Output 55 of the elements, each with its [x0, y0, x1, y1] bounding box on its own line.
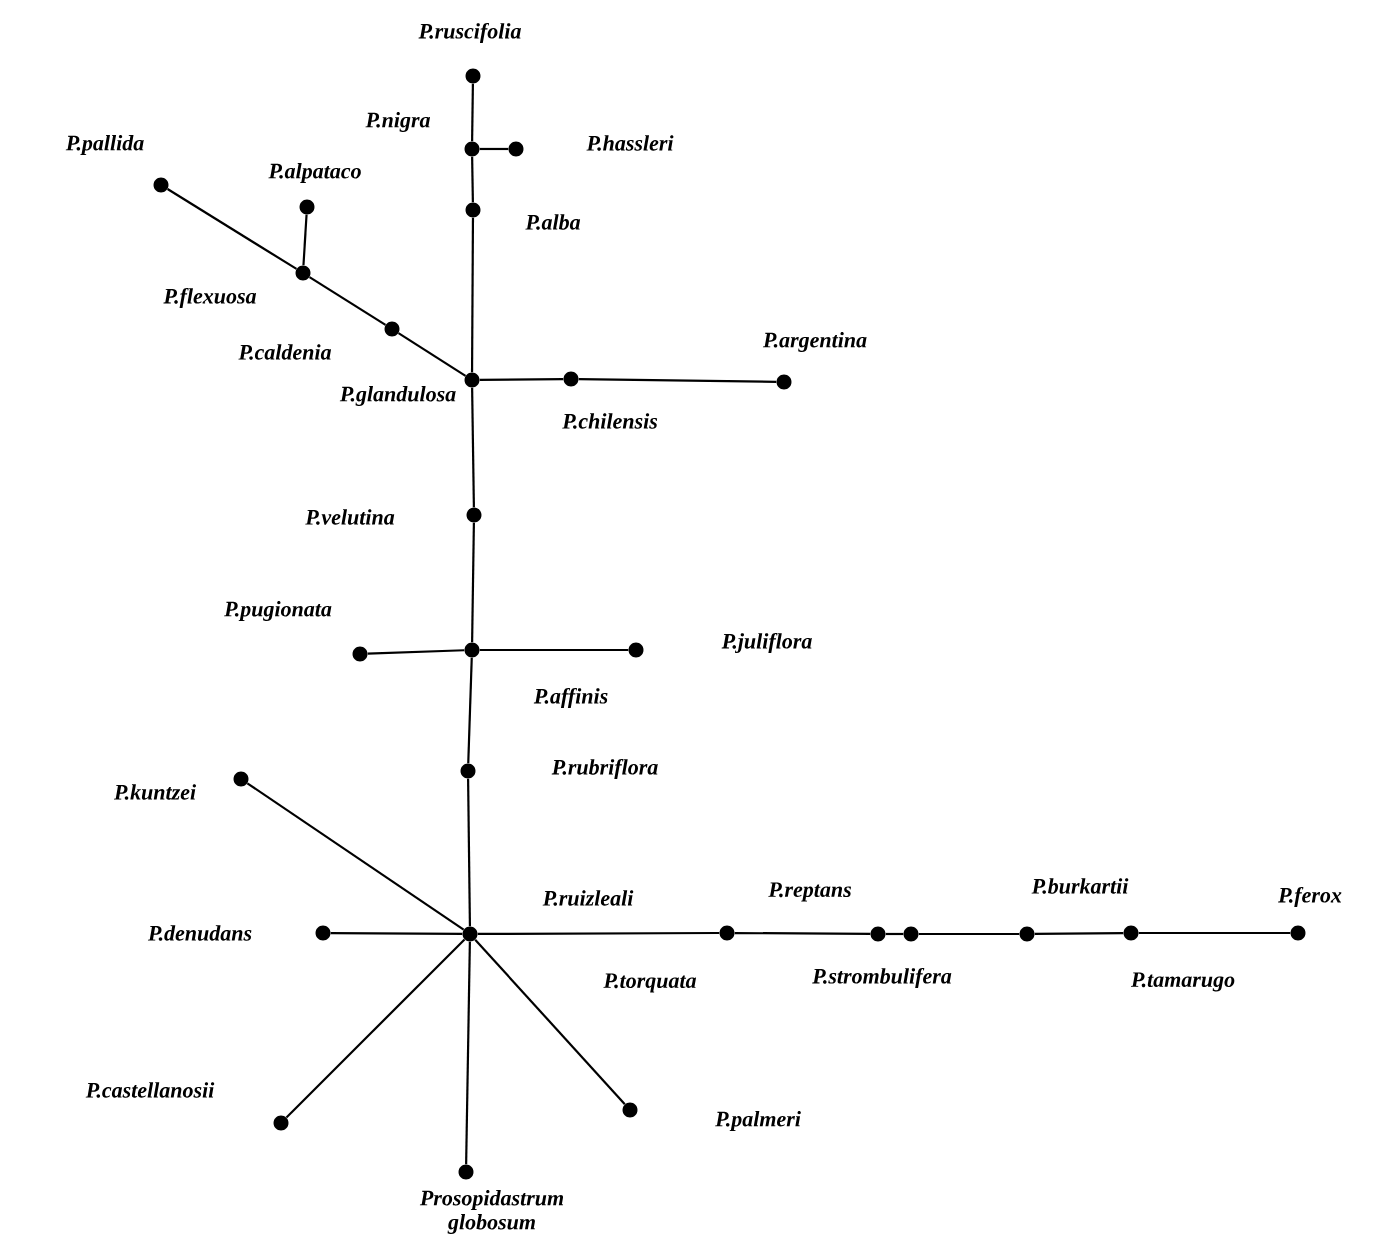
species-label: Prosopidastrum globosum [419, 1190, 564, 1234]
branch-line [479, 377, 564, 381]
branch-line [471, 522, 475, 643]
branch-line [471, 387, 475, 508]
species-label: P.flexuosa [163, 287, 257, 309]
branch-line [285, 938, 466, 1119]
branch-line [367, 649, 465, 655]
species-label: P.palmeri [715, 1111, 801, 1131]
species-label: P.argentina [762, 332, 867, 352]
species-label: P.nigra [365, 112, 430, 132]
branch-line [471, 83, 474, 142]
branch-line [302, 214, 308, 266]
species-label: P.denudans [147, 925, 252, 941]
species-label: P.strombulifera [812, 967, 952, 989]
species-label: P.glandulosa [339, 386, 456, 406]
branch-line [465, 941, 471, 1165]
branch-line [734, 931, 871, 936]
species-label: P.pugionata [224, 601, 332, 621]
branch-line [308, 276, 387, 326]
species-label: P.ferox [1278, 886, 1342, 908]
branch-line [1034, 931, 1124, 935]
branch-line [885, 932, 904, 936]
species-label: P.reptans [768, 882, 852, 902]
species-label: P.ruscifolia [418, 22, 521, 44]
branch-line [474, 938, 626, 1106]
branch-line [467, 657, 473, 764]
species-label: P.rubriflora [551, 758, 658, 780]
species-label: P.kuntzei [113, 784, 196, 800]
branch-line [470, 217, 475, 373]
species-label: P.ruizleali [542, 890, 634, 906]
species-label: P.hassleri [586, 135, 674, 151]
species-label: P.velutina [305, 509, 395, 525]
branch-line [918, 932, 1020, 936]
branch-line [578, 378, 777, 383]
species-label: P.tamarugo [1130, 972, 1235, 992]
species-label: P.affinis [533, 687, 608, 709]
species-label: P.burkartii [1031, 878, 1129, 894]
species-label: P.alba [525, 214, 581, 230]
branch-line [397, 332, 467, 377]
branch-line [330, 931, 463, 936]
branch-line [479, 147, 509, 151]
branch-line [477, 931, 720, 936]
branch-line [1138, 931, 1291, 935]
species-label: P.castellanosii [85, 1082, 215, 1098]
branch-line [246, 782, 465, 931]
species-label: P.torquata [603, 973, 697, 993]
species-label: P.chilensis [562, 413, 658, 429]
species-label: P.caldenia [238, 344, 332, 360]
branch-line [471, 156, 474, 203]
species-label: P.pallida [65, 135, 144, 155]
branch-line [479, 648, 629, 652]
branch-line [166, 188, 298, 270]
branch-line [467, 778, 471, 927]
species-label: P.juliflora [721, 632, 812, 654]
species-label: P.alpataco [268, 163, 361, 183]
